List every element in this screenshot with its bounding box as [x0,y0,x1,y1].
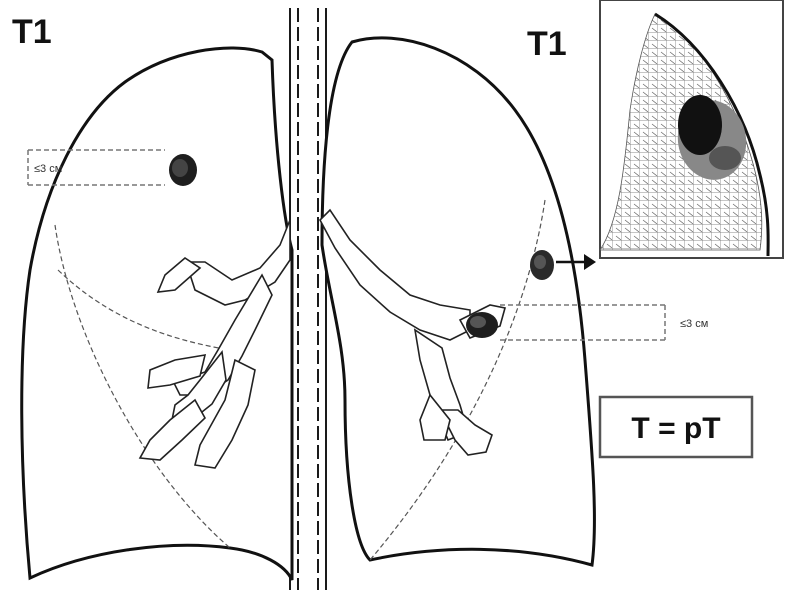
left-tumor [169,154,197,186]
left-stage-label: T1 [12,13,52,51]
right-stage-label: T1 [527,25,567,63]
right-peripheral-tumor [530,250,554,280]
equation-label: T = pT [631,412,720,445]
inset-magnification [600,0,783,258]
left-lung: ≤3 см [22,48,292,580]
trachea [290,8,326,590]
left-measure-label: ≤3 см [34,163,62,175]
right-central-tumor [466,312,498,338]
right-lung-outline [322,38,594,565]
equation-box: T = pT [600,397,752,457]
right-measure-label: ≤3 см [680,318,708,330]
